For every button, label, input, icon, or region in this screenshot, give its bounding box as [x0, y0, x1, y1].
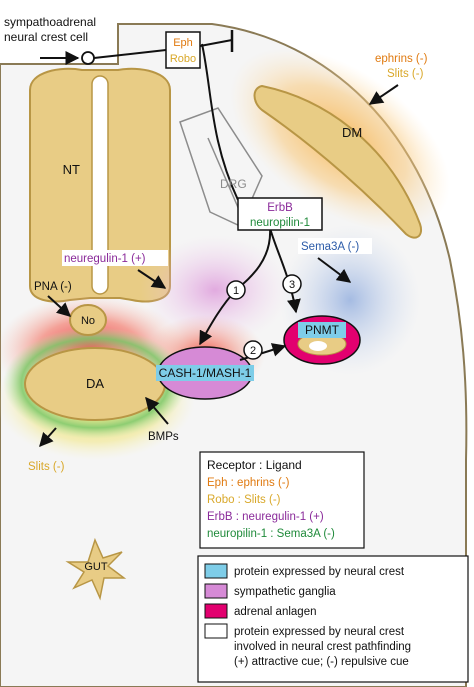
slits-arrow — [39, 427, 57, 448]
neural-tube-lumen — [91, 75, 109, 295]
nc-to-eph — [93, 49, 167, 59]
step-1-circle — [226, 280, 246, 300]
slits-bottom-label: Slits (-) — [28, 461, 65, 473]
step-1-label: 1 — [233, 285, 239, 297]
receptor-ligand-row: ErbB : neuregulin-1 (+) — [207, 511, 324, 523]
legend-label: involved in neural crest pathfinding — [234, 641, 411, 653]
eph-robo-box — [165, 31, 201, 69]
legend-swatch — [204, 623, 228, 639]
receptor-ligand-rows: Eph : ephrins (-) Robo : Slits (-) ErbB : … — [207, 477, 335, 540]
erbb-box — [237, 197, 323, 231]
legend-box — [197, 555, 469, 683]
slits-top-label: Slits (-) — [387, 68, 424, 80]
gut-label: GUT — [84, 561, 108, 573]
neuregulin-label: neuregulin-1 (+) — [64, 253, 146, 265]
legend-label: adrenal anlagen — [234, 606, 317, 618]
nc-label-line1: sympathoadrenal — [4, 15, 96, 29]
receptor-ligand-row: Robo : Slits (-) — [207, 494, 281, 506]
nt-label: NT — [63, 162, 80, 177]
drg-line — [207, 137, 241, 213]
receptor-ligand-row: neuropilin-1 : Sema3A (-) — [207, 528, 335, 540]
step-3-label: 3 — [289, 279, 295, 291]
neuropilin-label: neuropilin-1 — [250, 217, 310, 229]
dm-label: DM — [342, 125, 362, 140]
legend-swatch — [204, 563, 228, 579]
ephrins-label: ephrins (-) — [375, 53, 428, 65]
da-label: DA — [86, 376, 104, 391]
sema3a-arrow — [317, 257, 352, 283]
eph-label: Eph — [173, 37, 193, 49]
receptor-ligand-box — [199, 451, 365, 549]
receptor-ligand-title: Receptor : Ligand — [207, 458, 302, 472]
bmps-label: BMPs — [148, 431, 179, 443]
legend-label: protein expressed by neural crest — [234, 626, 405, 638]
pnmt-label-bg — [298, 322, 346, 338]
erbb-label: ErbB — [267, 202, 293, 214]
step-2-label: 2 — [250, 345, 256, 357]
legend-swatch — [204, 583, 228, 599]
adrenal-core — [309, 341, 327, 351]
pna-arrow — [47, 295, 72, 317]
robo-label: Robo — [170, 53, 196, 65]
no-label: No — [81, 315, 95, 327]
nc-label-line2: neural crest cell — [4, 30, 88, 44]
neuregulin-label-bg — [62, 250, 168, 266]
pnmt-label: PNMT — [305, 323, 340, 337]
bmps-arrow — [145, 396, 169, 425]
cash-label: CASH-1/MASH-1 — [159, 366, 252, 380]
pathway-3-arrow — [269, 227, 301, 314]
legend-label: sympathetic ganglia — [234, 586, 336, 598]
sema3a-label: Sema3A (-) — [301, 241, 359, 253]
legend-swatch — [204, 603, 228, 619]
legend-label: (+) attractive cue; (-) repulsive cue — [234, 656, 409, 668]
cash-label-bg — [156, 365, 254, 381]
neuregulin-arrow — [137, 269, 167, 289]
drg-label: DRG — [220, 177, 247, 191]
step-3-circle — [282, 274, 302, 294]
gut — [65, 537, 127, 601]
sema3a-label-bg — [298, 238, 372, 254]
neuregulin-gradient — [140, 235, 290, 345]
legend-label: protein expressed by neural crest — [234, 566, 405, 578]
pna-label: PNA (-) — [34, 281, 72, 293]
eph-to-repel — [199, 39, 233, 47]
dermomyotome — [253, 84, 422, 239]
notochord — [69, 304, 107, 336]
ephrins-arrow — [368, 84, 399, 105]
neural-crest-cell — [81, 51, 95, 65]
ventral-pathway — [201, 43, 239, 201]
step-2-circle — [243, 340, 263, 360]
receptor-ligand-row: Eph : ephrins (-) — [207, 477, 290, 489]
legend-rows: protein expressed by neural crest sympath… — [204, 563, 411, 668]
